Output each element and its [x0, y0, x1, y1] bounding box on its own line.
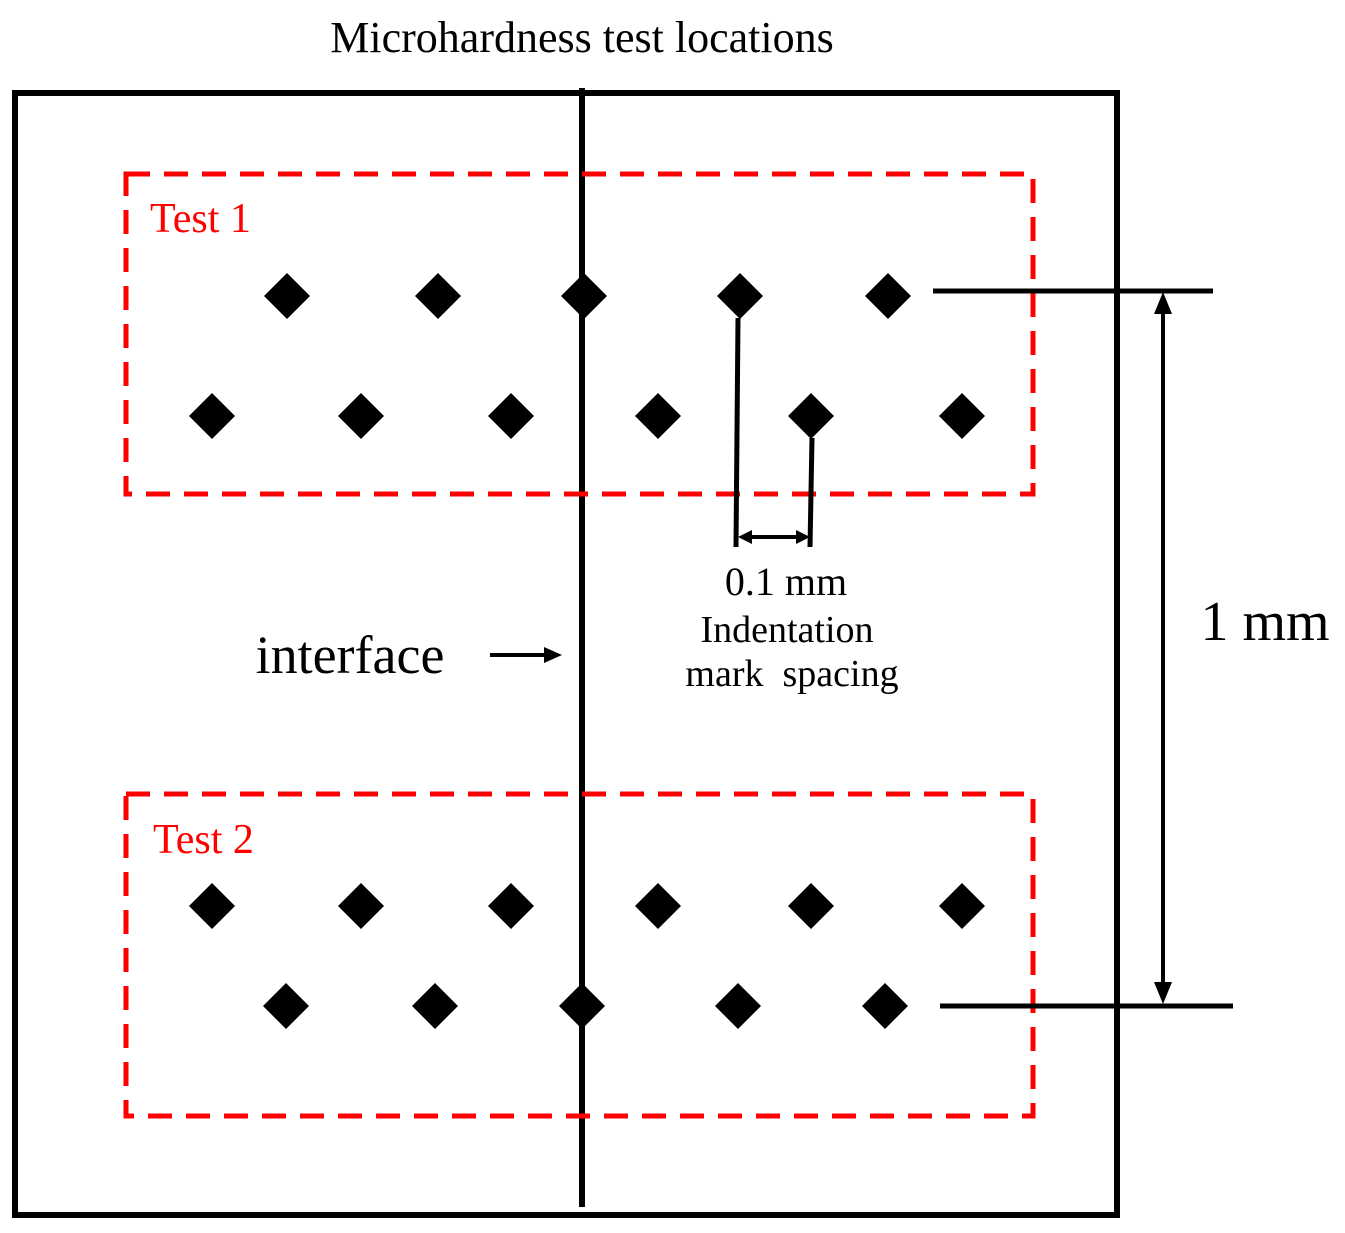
diamond-icon: [862, 983, 908, 1029]
diamond-icon: [559, 983, 605, 1029]
right-arrow-icon: [490, 647, 562, 663]
diamond-icon: [561, 273, 607, 319]
test-1-region: [123, 171, 1036, 497]
diamond-icon: [939, 393, 985, 439]
spacing-dimension: [733, 317, 815, 548]
interface-label: interface: [256, 625, 445, 685]
diamond-icon: [788, 883, 834, 929]
specimen-outline: [12, 90, 1120, 1218]
diamond-icon: [189, 393, 235, 439]
spacing-value: 0.1 mm: [725, 559, 847, 604]
diamond-icon: [415, 273, 461, 319]
test-2-region: [123, 791, 1036, 1119]
diamond-icon: [488, 393, 534, 439]
diamond-icon: [717, 273, 763, 319]
diagram-title: Microhardness test locations: [330, 13, 833, 62]
indentation-marks: [189, 273, 985, 1029]
test-2-label: Test 2: [153, 817, 254, 863]
diamond-icon: [338, 393, 384, 439]
diamond-icon: [788, 393, 834, 439]
diamond-icon: [865, 273, 911, 319]
diamond-icon: [715, 983, 761, 1029]
spacing-caption-line1: Indentation: [700, 609, 873, 651]
distance-dimension: [933, 288, 1233, 1009]
diamond-icon: [939, 883, 985, 929]
diamond-icon: [635, 883, 681, 929]
spacing-caption-line2: mark spacing: [685, 653, 898, 695]
diamond-icon: [189, 883, 235, 929]
diamond-icon: [488, 883, 534, 929]
test-1-label: Test 1: [150, 196, 251, 242]
diamond-icon: [338, 883, 384, 929]
distance-value: 1 mm: [1200, 591, 1329, 653]
diamond-icon: [263, 983, 309, 1029]
diamond-icon: [635, 393, 681, 439]
diamond-icon: [412, 983, 458, 1029]
diamond-icon: [264, 273, 310, 319]
